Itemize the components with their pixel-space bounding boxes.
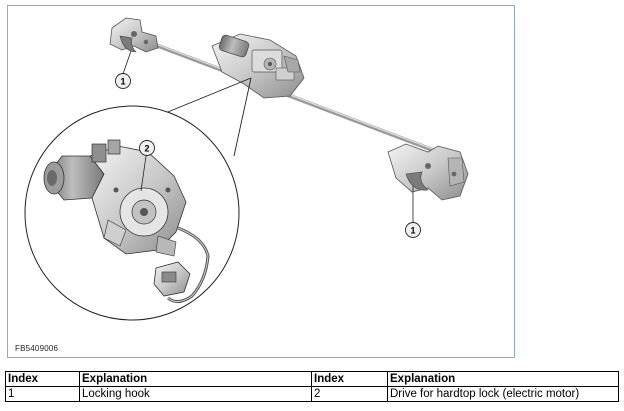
cable-connector — [153, 261, 191, 297]
illustration-frame: 1 2 1 FB5409006 — [7, 5, 515, 358]
header-index-2: Index — [311, 371, 388, 387]
detail-magnifier — [24, 105, 240, 321]
table-row: 1 Locking hook 2 Drive for hardtop lock … — [5, 386, 619, 402]
callout-1-left: 1 — [115, 73, 131, 89]
cell-explanation: Drive for hardtop lock (electric motor) — [387, 386, 619, 402]
callout-1-right: 1 — [405, 222, 421, 238]
svg-text:1: 1 — [120, 77, 125, 87]
electric-motor — [43, 139, 187, 257]
right-locking-hook — [387, 143, 469, 201]
cell-index: 2 — [311, 386, 388, 402]
svg-text:1: 1 — [410, 226, 415, 236]
legend-table: Index Explanation Index Explanation 1 Lo… — [5, 371, 619, 402]
legend-header-row: Index Explanation Index Explanation — [5, 371, 619, 387]
svg-text:2: 2 — [144, 144, 149, 154]
cell-explanation: Locking hook — [79, 386, 312, 402]
connecting-rod — [146, 40, 440, 154]
central-drive-unit — [211, 33, 305, 99]
header-index-1: Index — [5, 371, 80, 387]
callout-2-motor: 2 — [139, 140, 155, 156]
cell-index: 1 — [5, 386, 80, 402]
callout-leaders — [122, 50, 414, 222]
header-explanation-1: Explanation — [79, 371, 312, 387]
motor-cable — [167, 226, 210, 303]
left-locking-hook — [109, 17, 159, 53]
magnification-lines — [157, 77, 252, 157]
hardtop-lock-illustration: 1 2 1 — [24, 17, 469, 321]
header-explanation-2: Explanation — [387, 371, 619, 387]
figure-id-label: FB5409006 — [15, 344, 59, 353]
